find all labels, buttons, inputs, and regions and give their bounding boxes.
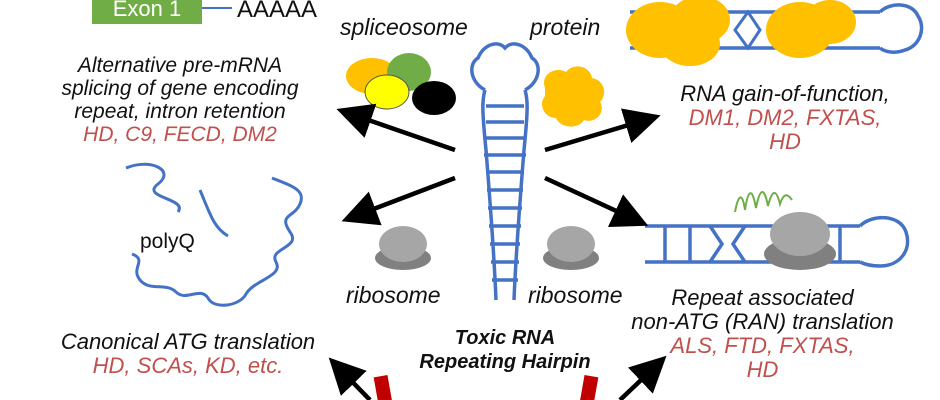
gain-text: RNA gain-of-function, DM1, DM2, FXTAS, H… xyxy=(640,82,930,154)
exon-box xyxy=(92,0,202,24)
ribosome-right-bound-icon xyxy=(764,212,836,270)
green-squiggle-icon xyxy=(734,191,793,213)
center-title-line-1: Toxic RNA xyxy=(454,327,556,349)
canonical-text: Canonical ATG translation HD, SCAs, KD, … xyxy=(18,330,358,378)
polya-label: AAAAA xyxy=(237,0,318,23)
spliceosome-label: spliceosome xyxy=(340,14,468,40)
arrow-to-ran xyxy=(544,175,649,227)
center-title-line-2: Repeating Hairpin xyxy=(419,351,591,373)
ribosome-right-label: ribosome xyxy=(528,282,623,308)
protein-label: protein xyxy=(530,14,601,40)
red-mark-right xyxy=(579,374,599,400)
red-mark-left xyxy=(373,374,393,400)
center-title: Toxic RNA Repeating Hairpin xyxy=(390,326,620,374)
exon-label: Exon 1 xyxy=(112,0,182,21)
ran-diseases-2: HD xyxy=(746,357,779,382)
arrow-to-splicing xyxy=(336,103,456,153)
protein-cluster-top xyxy=(626,0,856,66)
splicing-line-1: Alternative pre-mRNA xyxy=(77,54,283,77)
gain-diseases-1: DM1, DM2, FXTAS, xyxy=(688,105,882,130)
toxic-rna-hairpin xyxy=(470,42,540,301)
splicing-text: Alternative pre-mRNA splicing of gene en… xyxy=(30,54,330,146)
splicing-line-2: splicing of gene encoding xyxy=(61,77,299,100)
arrows xyxy=(328,103,667,400)
polyq-chain-icon xyxy=(125,162,303,307)
gain-line: RNA gain-of-function, xyxy=(680,81,890,106)
arrow-to-gain xyxy=(544,108,661,153)
canonical-line: Canonical ATG translation xyxy=(60,329,316,354)
star-loop-top xyxy=(733,9,762,51)
ribosome-left-label: ribosome xyxy=(346,282,441,308)
ran-line-1: Repeat associated xyxy=(671,285,854,310)
protein-icon xyxy=(542,66,605,127)
arrow-bottom-right xyxy=(618,355,667,400)
arrow-to-canonical xyxy=(341,175,456,226)
ran-text: Repeat associated non-ATG (RAN) translat… xyxy=(590,286,935,382)
canonical-diseases: HD, SCAs, KD, etc. xyxy=(92,353,284,378)
polyq-label: polyQ xyxy=(140,230,195,253)
spliceosome-icon xyxy=(346,53,456,115)
ran-diseases-1: ALS, FTD, FXTAS, xyxy=(670,333,855,358)
splicing-line-3: repeat, intron retention xyxy=(74,100,286,123)
gain-diseases-2: HD xyxy=(769,129,801,154)
arrow-bottom-left xyxy=(328,357,372,400)
ribosome-right-icon xyxy=(543,226,599,270)
ran-line-2: non-ATG (RAN) translation xyxy=(631,309,894,334)
splicing-diseases: HD, C9, FECD, DM2 xyxy=(83,123,277,146)
ribosome-left-icon xyxy=(375,226,431,270)
